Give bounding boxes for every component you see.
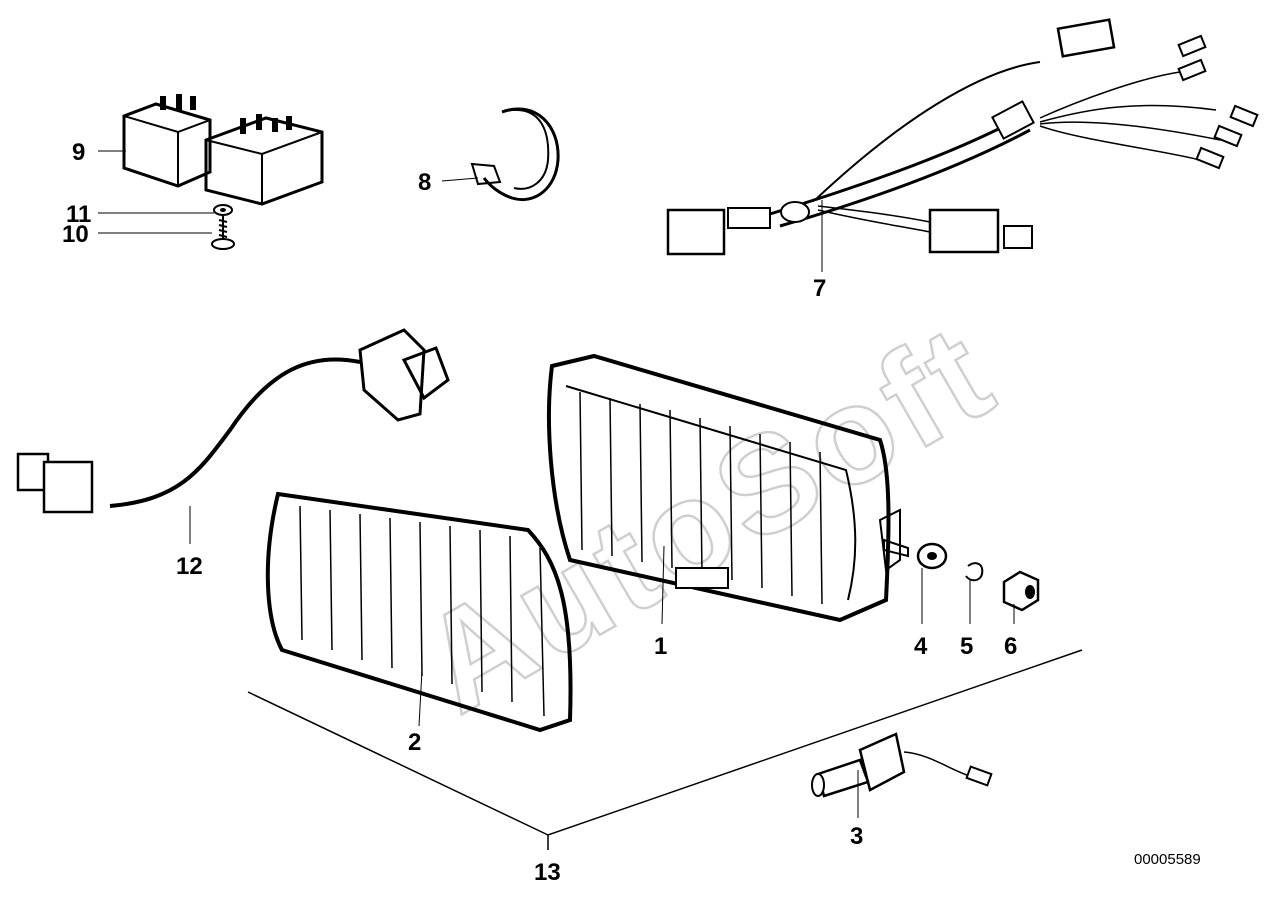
part-label-12: 12 bbox=[176, 553, 203, 580]
part-label-7: 7 bbox=[813, 275, 826, 302]
watermark-text: AutoSoft bbox=[397, 294, 1020, 743]
switch-with-cable bbox=[16, 328, 450, 514]
part-label-4: 4 bbox=[914, 633, 928, 660]
part-label-1: 1 bbox=[654, 633, 667, 660]
part-label-9: 9 bbox=[72, 139, 85, 166]
lamp-housing bbox=[547, 353, 901, 623]
wiring-harness bbox=[666, 18, 1259, 256]
part-label-5: 5 bbox=[960, 633, 973, 660]
document-id: 00005589 bbox=[1134, 851, 1201, 868]
set-bracket-lines bbox=[247, 649, 1083, 850]
spring-washer bbox=[965, 562, 984, 582]
bulb-socket bbox=[811, 732, 993, 798]
part-label-2: 2 bbox=[408, 729, 421, 756]
hex-nut bbox=[1002, 570, 1040, 612]
washer bbox=[916, 542, 948, 570]
part-label-6: 6 bbox=[1004, 633, 1017, 660]
relay-washer bbox=[213, 204, 233, 216]
relay-screw bbox=[211, 216, 235, 250]
stud-bolt bbox=[883, 538, 909, 558]
part-label-10: 10 bbox=[62, 221, 89, 248]
lamp-lens bbox=[265, 491, 573, 733]
part-label-3: 3 bbox=[850, 823, 863, 850]
part-label-11: 11 bbox=[66, 201, 91, 228]
relay-pair bbox=[122, 94, 324, 206]
part-label-8: 8 bbox=[418, 169, 431, 196]
part-label-13: 13 bbox=[534, 859, 561, 886]
cable-clamp bbox=[470, 107, 560, 201]
